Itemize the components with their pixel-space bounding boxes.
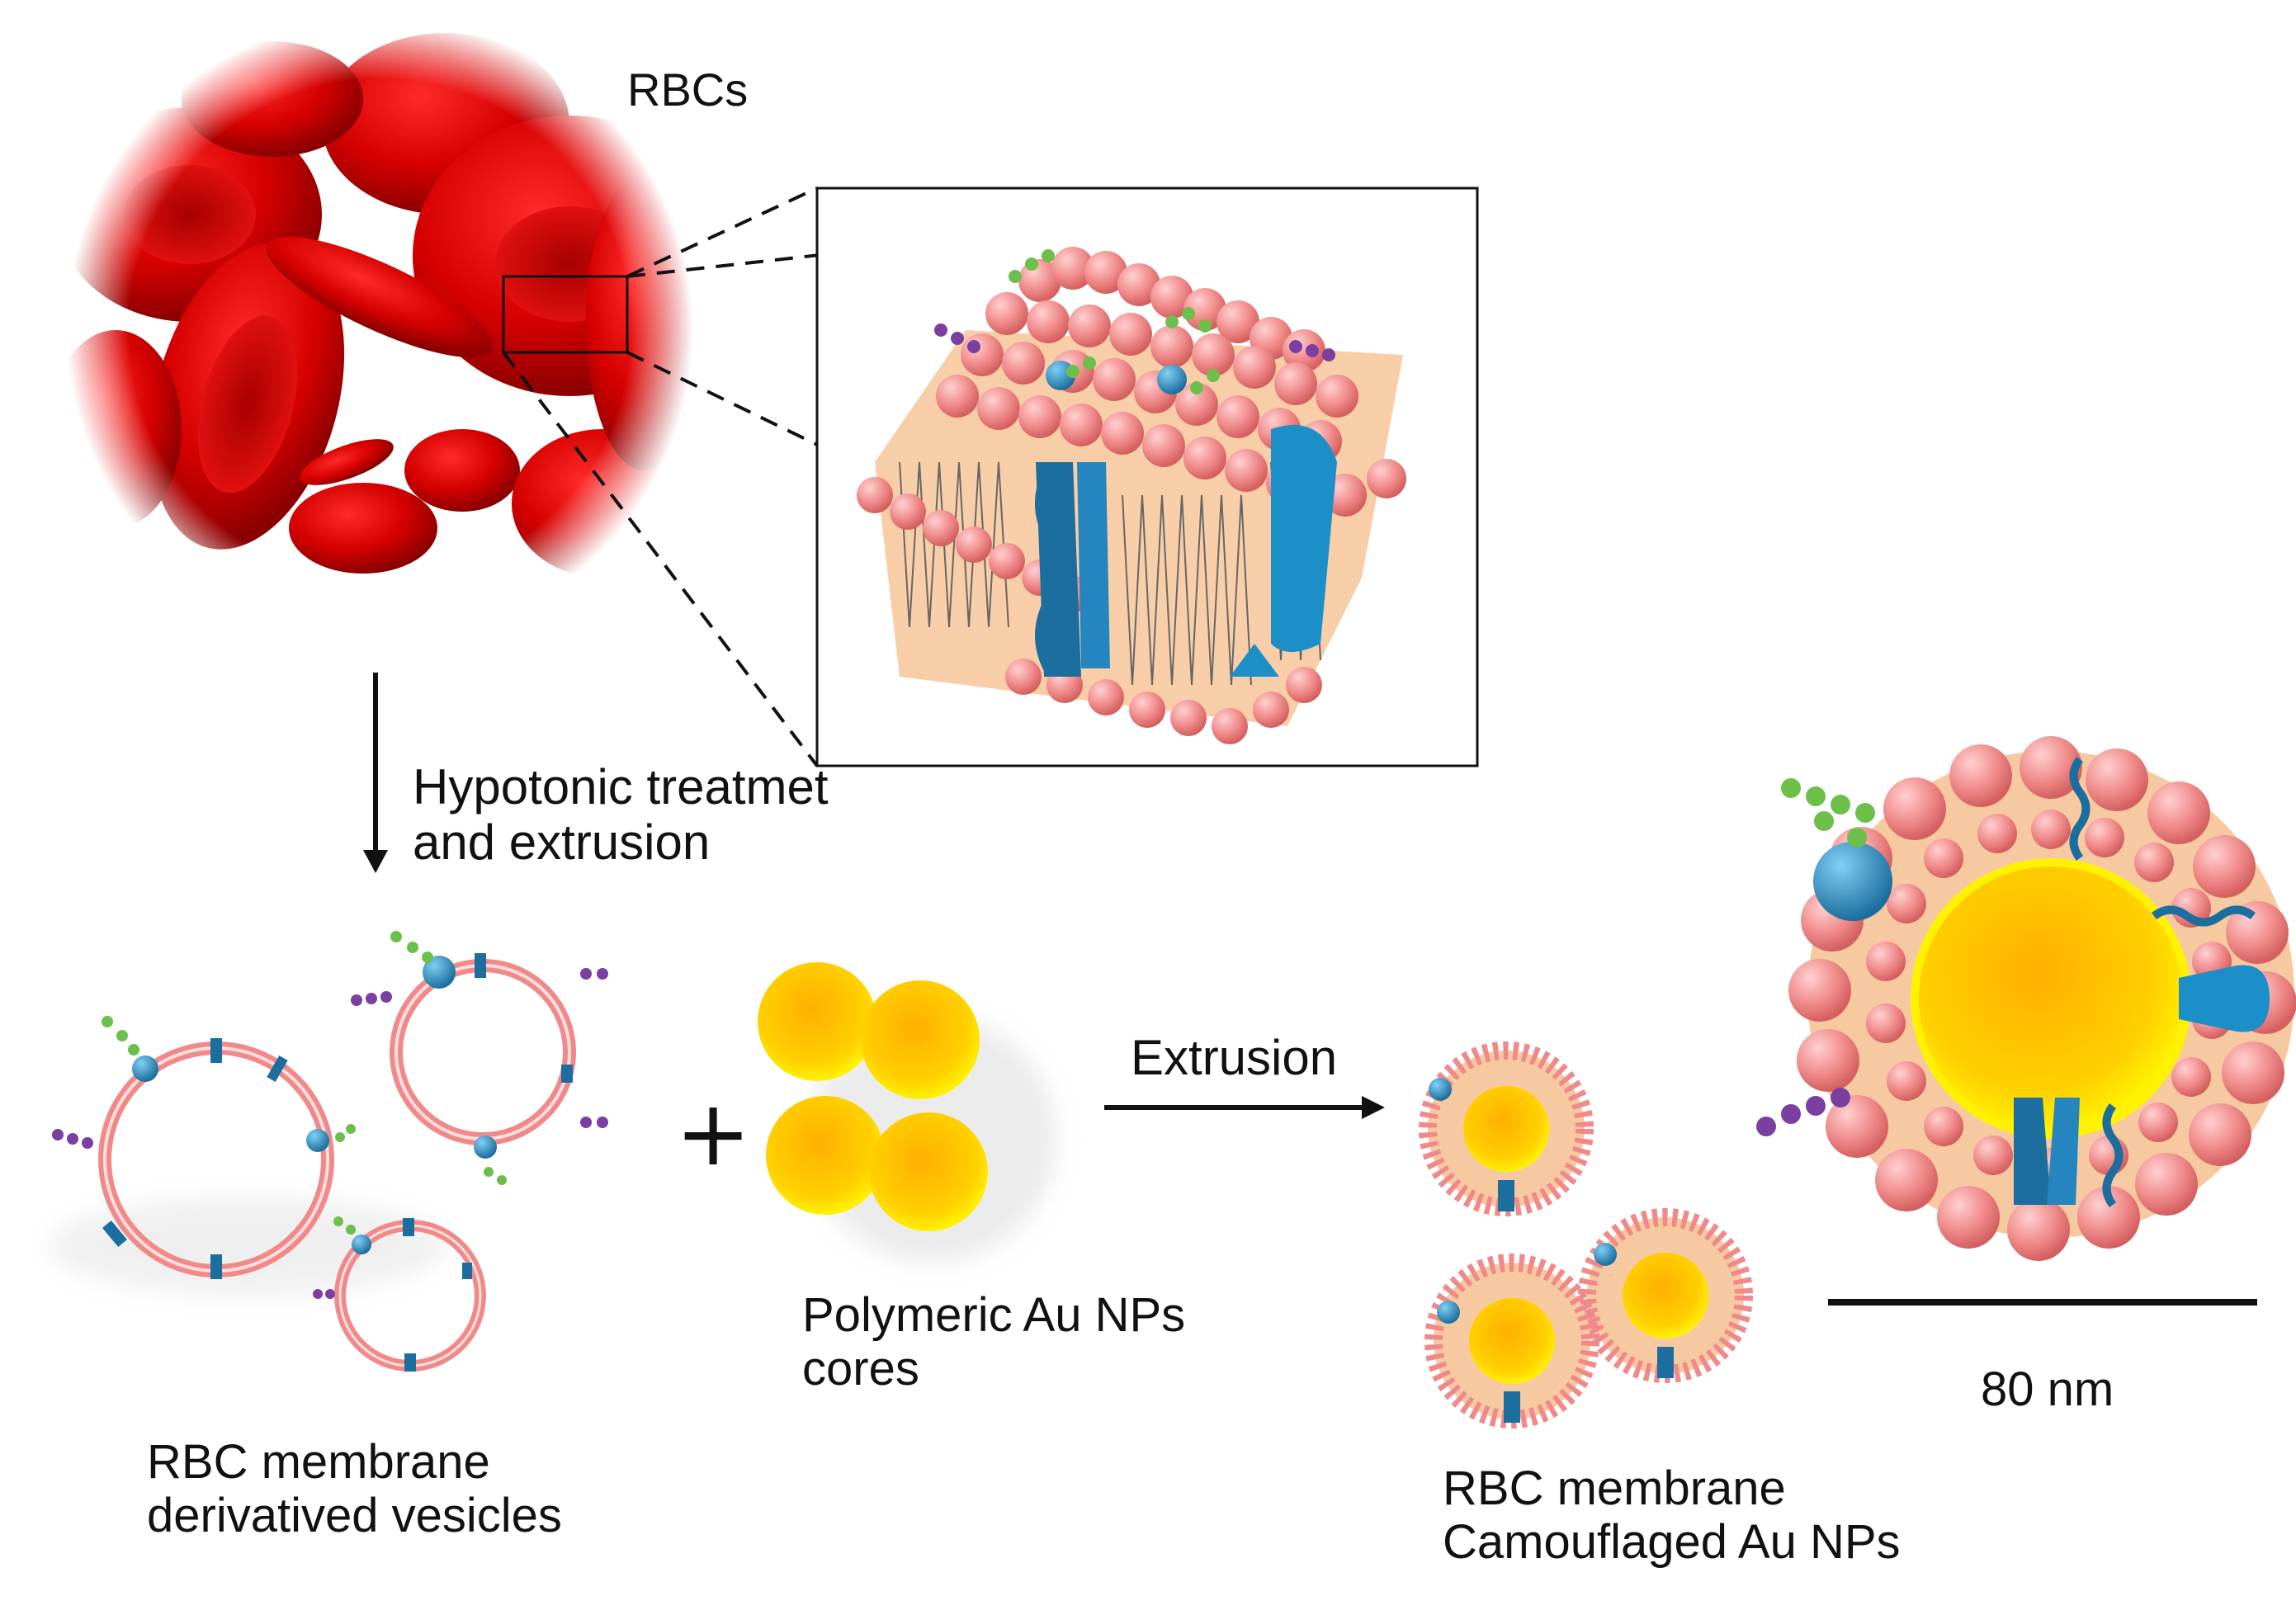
vesicles-label: RBC membrane derivatived vesicles [147, 1435, 562, 1542]
rbcs-label: RBCs [627, 64, 749, 116]
extrusion-arrow [1104, 1096, 1385, 1119]
membrane-vesicles [50, 931, 608, 1372]
rbc-cluster-image [50, 33, 726, 578]
gold-cores [758, 962, 1056, 1263]
extrusion-label: Extrusion [1131, 1030, 1338, 1085]
scale-bar-label: 80 nm [1981, 1362, 2114, 1416]
plus-sign: + [675, 1080, 752, 1186]
zoom-region-box [502, 275, 629, 354]
au-cores-label: Polymeric Au NPs cores [802, 1288, 1186, 1395]
camouflaged-nps [1419, 1041, 1753, 1428]
camouflaged-np-detail [1756, 736, 2296, 1261]
membrane-zoom-panel [815, 187, 1479, 767]
hypotonic-treatment-label: Hypotonic treatmet and extrusion [413, 759, 829, 871]
down-arrow [363, 673, 388, 873]
camouflaged-nps-label: RBC membrane Camouflaged Au NPs [1443, 1462, 1901, 1569]
